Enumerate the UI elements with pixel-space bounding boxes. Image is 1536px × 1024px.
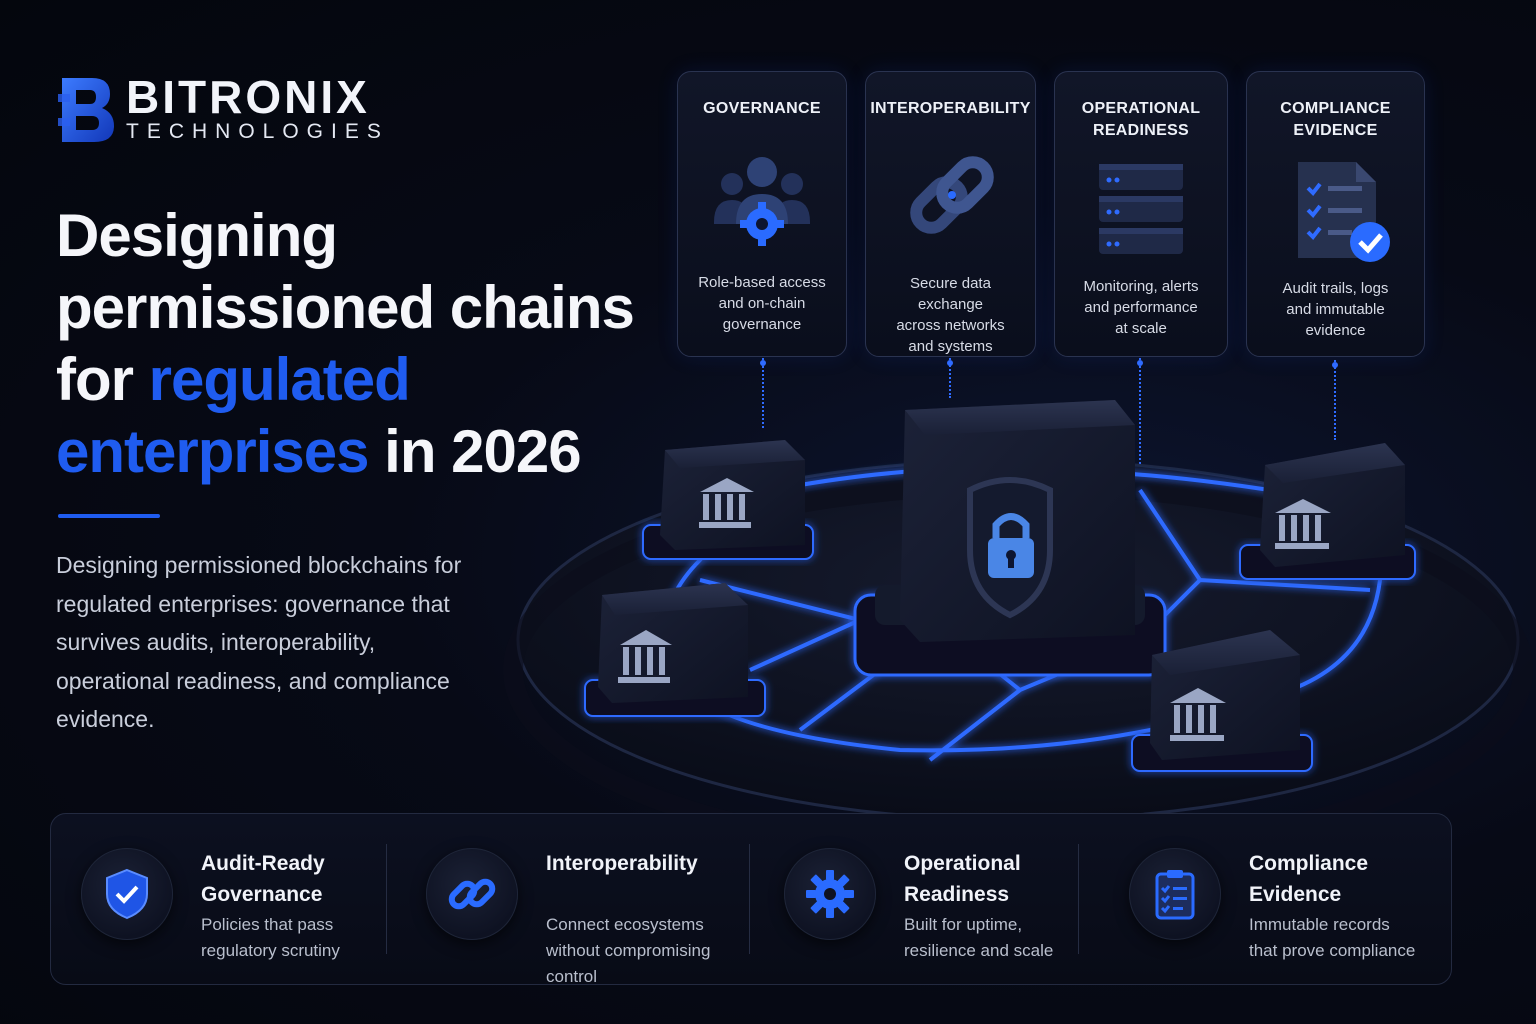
node-cube-bank [1239, 443, 1416, 580]
intro-description: Designing permissioned blockchains for r… [56, 552, 462, 732]
card-title: INTEROPERABILITY [870, 100, 1031, 117]
feature-description: Policies that pass regulatory scrutiny [201, 915, 340, 960]
feature-title: Compliance Evidence [1249, 852, 1369, 906]
feature-icon-badge [81, 848, 173, 940]
card-connector [762, 358, 764, 428]
feature-icon-badge [426, 848, 518, 940]
card-description: Role-based access and on-chain governanc… [698, 274, 826, 333]
title-line-2: permissioned chains [56, 274, 635, 341]
feature-interoperability: Interoperability Connect ecosystems with… [396, 814, 741, 986]
feature-divider [386, 844, 387, 954]
node-cube-bank [584, 583, 766, 717]
connector-dot [947, 360, 953, 366]
feature-title: Audit-Ready Governance [201, 852, 325, 906]
brand-name: BITRONIX [126, 71, 370, 123]
card-title: GOVERNANCE [703, 100, 821, 117]
title-line-4-suffix: in 2026 [368, 418, 581, 485]
feature-icon-badge [1129, 848, 1221, 940]
feature-title: Interoperability [546, 852, 698, 875]
card-governance: GOVERNANCE Role-based access and on-chai… [677, 71, 847, 357]
card-description: Audit trails, logs and immutable evidenc… [1282, 280, 1389, 339]
permissioned-network-illustration [503, 400, 1533, 820]
feature-title: Operational Readiness [904, 852, 1021, 906]
title-line-1: Designing [56, 202, 338, 269]
shield-check-icon [106, 868, 148, 920]
feature-divider [1078, 844, 1079, 954]
card-operational-readiness: OPERATIONAL READINESS Monitoring, alerts… [1054, 71, 1228, 357]
card-title: OPERATIONAL READINESS [1081, 100, 1201, 139]
feature-description: Immutable records that prove compliance [1249, 915, 1416, 960]
title-underline [58, 514, 160, 518]
feature-icon-badge [784, 848, 876, 940]
card-description: Monitoring, alerts and performance at sc… [1083, 278, 1199, 337]
link-icon [448, 878, 496, 910]
node-cube-bank [642, 440, 814, 560]
connector-dot [760, 360, 766, 366]
brand-logo: BITRONIX TECHNOLOGIES [56, 74, 389, 146]
clipboard-checklist-icon [1155, 870, 1195, 920]
feature-operational-readiness: Operational Readiness Built for uptime, … [754, 814, 1079, 984]
gear-icon [806, 870, 854, 918]
central-secure-node [853, 400, 1167, 677]
node-cube-bank [1131, 630, 1313, 772]
feature-compliance-evidence: Compliance Evidence Immutable records th… [1099, 814, 1449, 984]
feature-description: Connect ecosystems without compromising … [546, 915, 711, 986]
title-accent-enterprises: enterprises [56, 418, 369, 485]
brand-subtitle: TECHNOLOGIES [126, 120, 389, 143]
page-title: Designing permissioned chains for regula… [56, 200, 656, 488]
card-connector [949, 358, 951, 398]
feature-description: Built for uptime, resilience and scale [904, 915, 1054, 960]
features-panel: Audit-Ready Governance Policies that pas… [50, 813, 1452, 986]
feature-audit-ready-governance: Audit-Ready Governance Policies that pas… [51, 814, 386, 984]
bitronix-b-logo-icon [58, 78, 114, 142]
server-stack-icon [1099, 164, 1183, 254]
card-connector [1139, 358, 1141, 488]
governance-people-gear-icon [714, 157, 810, 246]
card-compliance-evidence: COMPLIANCE EVIDENCE Audit trails, logs a… [1246, 71, 1425, 357]
card-description: Secure data exchange across networks and… [896, 275, 1005, 355]
chain-link-icon [909, 156, 994, 234]
card-connector [1334, 360, 1336, 440]
document-checklist-icon [1297, 162, 1390, 262]
title-line-3-prefix: for [56, 346, 149, 413]
card-interoperability: INTEROPERABILITY Secure data exchange ac… [865, 71, 1036, 357]
card-title: COMPLIANCE EVIDENCE [1280, 100, 1391, 139]
connector-dot [1137, 360, 1143, 366]
feature-divider [749, 844, 750, 954]
connector-dot [1332, 362, 1338, 368]
title-accent-regulated: regulated [148, 346, 411, 413]
